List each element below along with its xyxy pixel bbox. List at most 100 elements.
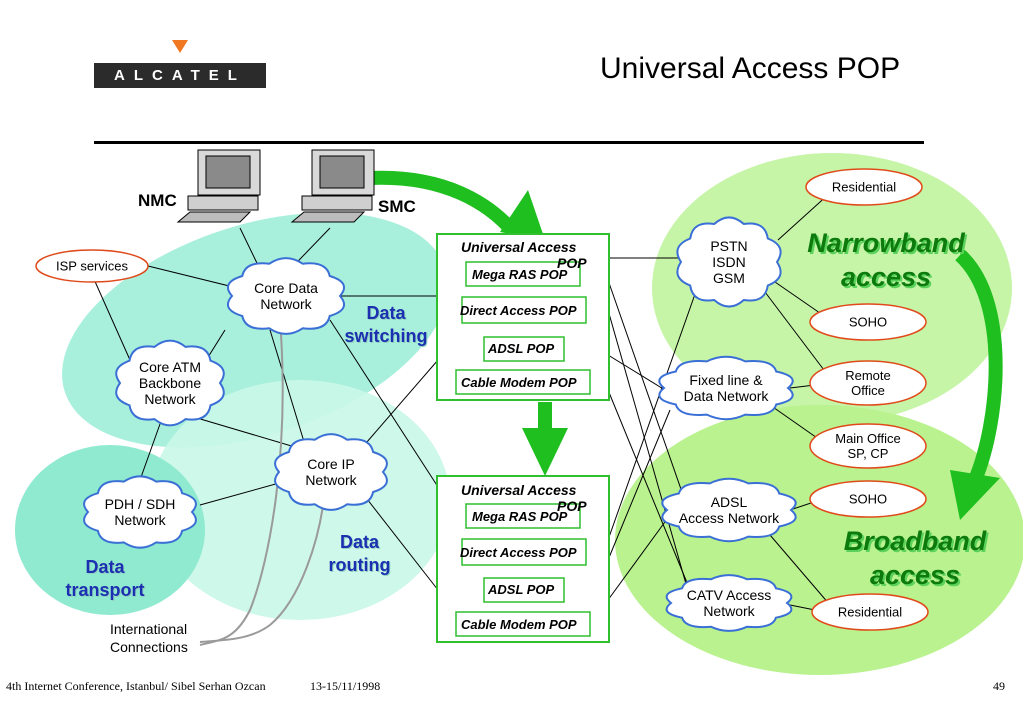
cloud-shape bbox=[274, 433, 388, 511]
narrowband-region bbox=[652, 153, 1012, 423]
node-label-line: Network bbox=[703, 603, 755, 619]
cloud-shape bbox=[226, 257, 346, 335]
node-label-line: Network bbox=[114, 512, 166, 528]
title-divider bbox=[94, 141, 924, 144]
pop-bottom-item-direct-access: Direct Access POP bbox=[460, 545, 577, 560]
broadband-line2: access bbox=[869, 560, 961, 590]
pop-top-item-adsl: ADSL POP bbox=[488, 341, 555, 356]
footer-conference: 4th Internet Conference, Istanbul/ Sibel… bbox=[6, 679, 266, 693]
node-label-line: GSM bbox=[713, 270, 745, 286]
pop-top-item-direct-access: Direct Access POP bbox=[460, 303, 577, 318]
intl-connection-curve-2 bbox=[199, 489, 326, 643]
node-label-line: Network bbox=[144, 391, 196, 407]
node-label-line: Office bbox=[851, 383, 885, 398]
cloud-shape bbox=[83, 475, 197, 549]
node-label-line: SOHO bbox=[849, 492, 887, 507]
node-label-line: SOHO bbox=[849, 315, 887, 330]
oval-shape bbox=[809, 360, 927, 406]
node-label-line: Fixed line & bbox=[689, 372, 763, 388]
data-switching-line2: switching bbox=[344, 326, 428, 346]
pop-top-title: Universal Access bbox=[461, 239, 577, 255]
node-label-line: PSTN bbox=[710, 238, 747, 254]
alcatel-logo-mark bbox=[172, 40, 188, 53]
connection-lines bbox=[92, 192, 831, 611]
oval-shape bbox=[805, 168, 923, 206]
node-label-line: Residential bbox=[832, 180, 896, 195]
node-label-line: ADSL bbox=[711, 494, 748, 510]
slide-title: Universal Access POP bbox=[600, 52, 901, 85]
residential-bottom-oval: Residential bbox=[811, 593, 929, 631]
data-transport-line2: transport bbox=[65, 580, 145, 600]
smc-label: SMC bbox=[378, 197, 416, 216]
footer-date: 13-15/11/1998 bbox=[310, 679, 381, 693]
pop-bottom-title: Universal Access bbox=[461, 482, 577, 498]
narrowband-access-label: Narrowband access bbox=[786, 226, 986, 294]
oval-shape bbox=[811, 593, 929, 631]
data-transport-line1: Data bbox=[85, 557, 125, 577]
pop-bottom-title-overflow: POP bbox=[557, 498, 587, 514]
narrowband-to-broadband-arrow bbox=[955, 249, 1003, 483]
data-switching-label: Data switching bbox=[336, 302, 436, 348]
node-label-line: Main Office bbox=[835, 431, 901, 446]
narrowband-line1: Narrowband bbox=[807, 228, 965, 258]
node-label-line: Access Network bbox=[679, 510, 780, 526]
soho-bottom-oval: SOHO bbox=[809, 480, 927, 518]
pop-bottom-item-mega-ras: Mega RAS POP bbox=[472, 509, 568, 524]
node-label-line: CATV Access bbox=[687, 587, 772, 603]
pop-top-item-mega-ras: Mega RAS POP bbox=[472, 267, 568, 282]
cloud-shape bbox=[665, 574, 793, 632]
data-transport-label: Data transport bbox=[55, 556, 155, 602]
international-line2: Connections bbox=[110, 639, 188, 655]
node-label-line: Remote bbox=[845, 368, 891, 383]
smc-computer-icon bbox=[290, 149, 375, 223]
residential-top-oval: Residential bbox=[805, 168, 923, 206]
oval-shape bbox=[809, 423, 927, 469]
cloud-shape bbox=[115, 339, 225, 427]
data-switching-line1: Data bbox=[366, 303, 406, 323]
oval-shape bbox=[809, 303, 927, 341]
node-label-line: Residential bbox=[838, 605, 902, 620]
node-label-line: PDH / SDH bbox=[105, 496, 176, 512]
page-number: 49 bbox=[993, 679, 1005, 693]
data-routing-line2: routing bbox=[328, 555, 391, 575]
data-routing-label: Data routing bbox=[312, 531, 407, 577]
cloud-shape bbox=[661, 477, 797, 543]
international-line1: International bbox=[110, 621, 188, 637]
broadband-access-label: Broadband access bbox=[815, 524, 1015, 592]
node-label-line: Backbone bbox=[139, 375, 201, 391]
fixed-line-data-network-cloud: Fixed line &Data Network bbox=[658, 355, 794, 421]
node-label-line: SP, CP bbox=[848, 446, 889, 461]
soho-top-oval: SOHO bbox=[809, 303, 927, 341]
node-label-line: Core IP bbox=[307, 456, 354, 472]
node-label-line: Data Network bbox=[684, 388, 770, 404]
narrowband-line2: access bbox=[840, 262, 932, 292]
nmc-label: NMC bbox=[138, 191, 177, 210]
node-label-line: Core Data bbox=[254, 280, 318, 296]
node-label-line: ISDN bbox=[712, 254, 745, 270]
node-label-line: Core ATM bbox=[139, 359, 201, 375]
pop-bottom-item-cable-modem: Cable Modem POP bbox=[461, 617, 577, 632]
cloud-shape bbox=[676, 216, 782, 308]
oval-shape bbox=[35, 249, 149, 283]
pop-to-pop-arrow bbox=[522, 428, 568, 476]
node-label-line: Network bbox=[305, 472, 357, 488]
node-label-line: Network bbox=[260, 296, 312, 312]
cloud-shape bbox=[658, 355, 794, 421]
alcatel-logo: ALCATEL bbox=[94, 63, 266, 88]
pop-top-item-cable-modem: Cable Modem POP bbox=[461, 375, 577, 390]
international-connections-label: International Connections bbox=[110, 620, 188, 656]
intl-connection-curve-1 bbox=[199, 319, 284, 646]
oval-shape bbox=[809, 480, 927, 518]
isp-services-oval: ISP services bbox=[35, 249, 149, 283]
node-label-line: ISP services bbox=[56, 259, 129, 274]
